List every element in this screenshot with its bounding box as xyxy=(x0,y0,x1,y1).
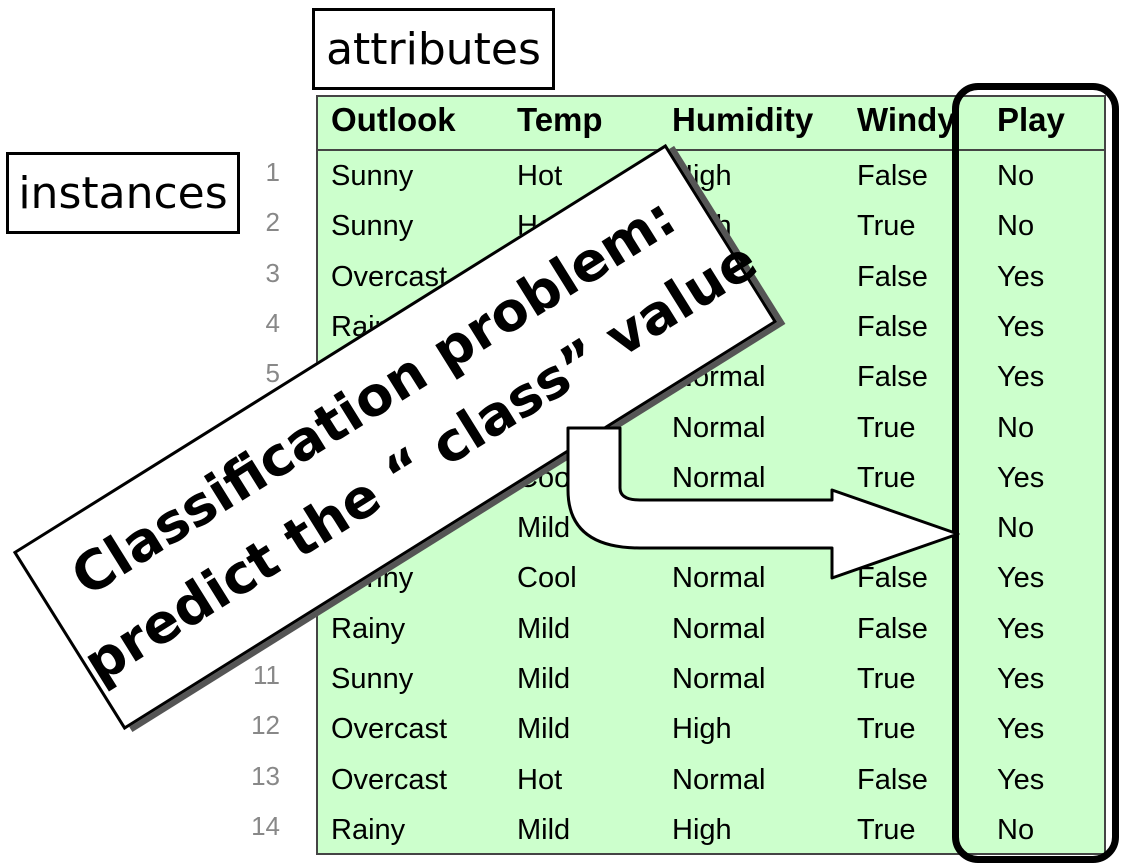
cell-play: Yes xyxy=(997,361,1045,394)
row-number: 5 xyxy=(265,358,280,389)
cell-outlook: Sunny xyxy=(331,663,414,695)
cell-windy: False xyxy=(857,310,928,343)
row-number: 11 xyxy=(253,660,280,690)
play-column-highlight xyxy=(952,83,1119,863)
cell-play: No xyxy=(997,411,1035,444)
cell-outlook: Rainy xyxy=(331,612,406,645)
cell-play: No xyxy=(997,210,1035,243)
cell-windy: True xyxy=(857,461,916,494)
cell-windy: False xyxy=(857,763,928,796)
header-humidity: Humidity xyxy=(672,101,814,138)
cell-temp: Cool xyxy=(517,562,577,595)
cell-temp: Mild xyxy=(517,612,571,645)
cell-temp: Hot xyxy=(517,160,563,192)
cell-temp: Mild xyxy=(517,512,571,545)
cell-windy: False xyxy=(857,562,928,595)
header-play: Play xyxy=(997,101,1065,138)
cell-humidity: Normal xyxy=(672,612,766,645)
cell-windy: True xyxy=(857,210,916,243)
row-number: 1 xyxy=(265,157,280,187)
cell-temp: Mild xyxy=(517,713,571,746)
cell-humidity: Normal xyxy=(672,562,766,595)
cell-outlook: Overcast xyxy=(331,763,448,796)
cell-play: Yes xyxy=(997,763,1045,796)
cell-humidity: Normal xyxy=(672,663,766,695)
cell-outlook: Overcast xyxy=(331,713,448,746)
cell-windy: True xyxy=(857,813,916,846)
cell-play: Yes xyxy=(997,612,1045,645)
row-number: 12 xyxy=(251,710,280,741)
cell-humidity: High xyxy=(672,713,732,746)
cell-temp: Mild xyxy=(517,663,571,695)
cell-windy: False xyxy=(857,160,928,192)
cell-play: Yes xyxy=(997,562,1045,595)
header-temp: Temp xyxy=(517,101,603,138)
cell-play: No xyxy=(997,813,1035,846)
cell-windy: True xyxy=(857,663,916,695)
cell-humidity: High xyxy=(672,813,732,846)
cell-play: Yes xyxy=(997,461,1045,494)
cell-humidity: Normal xyxy=(672,461,766,494)
row-number: 3 xyxy=(265,257,280,288)
cell-humidity: Normal xyxy=(672,411,766,444)
cell-play: No xyxy=(997,512,1035,545)
instances-label: instances xyxy=(6,152,240,234)
cell-outlook: Rainy xyxy=(331,813,406,846)
header-divider xyxy=(316,149,1106,151)
bent-arrow-icon xyxy=(566,426,960,580)
cell-outlook: Overcast xyxy=(331,260,448,293)
header-outlook: Outlook xyxy=(331,101,456,138)
cell-outlook: Sunny xyxy=(331,160,414,192)
cell-windy: True xyxy=(857,411,916,444)
cell-play: Yes xyxy=(997,663,1045,695)
cell-play: Yes xyxy=(997,713,1045,746)
row-number: 4 xyxy=(265,307,280,338)
cell-play: No xyxy=(997,160,1035,192)
cell-windy: False xyxy=(857,361,928,394)
cell-windy: False xyxy=(857,612,928,645)
cell-temp: Hot xyxy=(517,763,563,796)
attributes-label: attributes xyxy=(312,8,555,90)
cell-play: Yes xyxy=(997,260,1045,293)
cell-humidity: Normal xyxy=(672,763,766,796)
header-windy: Windy xyxy=(857,101,956,138)
cell-temp: Mild xyxy=(517,813,571,846)
row-number: 14 xyxy=(251,810,280,841)
row-number: 2 xyxy=(265,207,280,238)
cell-play: Yes xyxy=(997,310,1045,343)
row-number: 13 xyxy=(251,760,280,791)
cell-outlook: Sunny xyxy=(331,210,414,243)
cell-windy: False xyxy=(857,260,928,293)
cell-windy: True xyxy=(857,713,916,746)
